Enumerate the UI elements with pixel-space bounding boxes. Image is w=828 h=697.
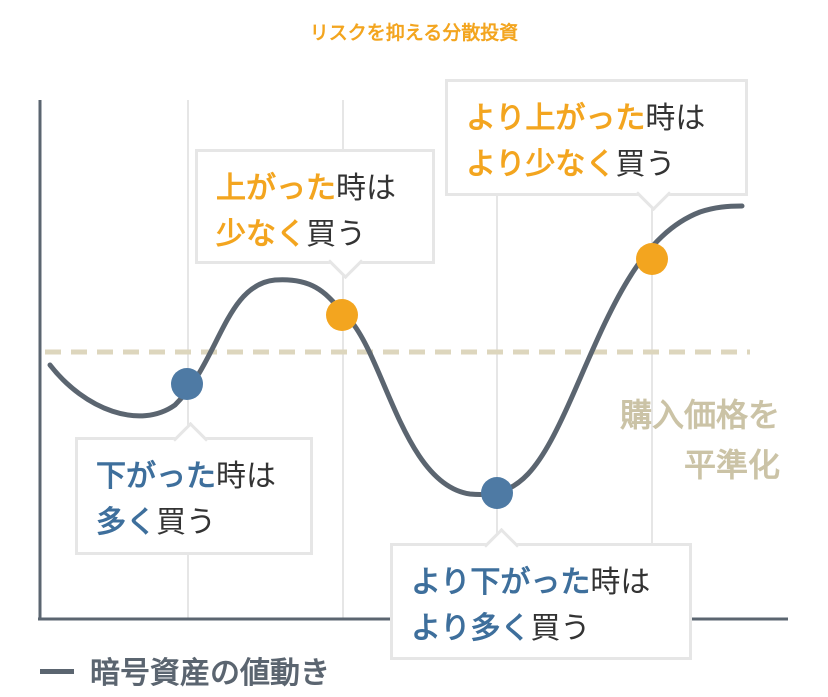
callout-line: 上がった時は: [216, 171, 396, 206]
callout-line: より上がった時は: [466, 101, 706, 136]
buy-point-high: [326, 299, 358, 331]
buy-point-highest: [636, 243, 668, 275]
callout-line: より多く買う: [411, 611, 591, 646]
legend-label: 暗号資産の値動き: [90, 656, 330, 691]
callout-rise: 上がった時は 少なく買う: [195, 149, 435, 280]
callout-fall-more: より下がった時は より多く買う: [390, 527, 692, 660]
buy-point-lowest: [481, 477, 513, 509]
callout-line: 少なく買う: [216, 217, 366, 252]
buy-point-low: [171, 368, 203, 400]
callout-line: より少なく買う: [466, 147, 676, 182]
average-price-label: 購入価格を 平準化: [619, 396, 780, 484]
legend: 暗号資産の値動き: [40, 648, 330, 692]
callout-line: 下がった時は: [96, 459, 276, 494]
page-title: リスクを抑える分散投資: [309, 22, 519, 44]
callout-fall: 下がった時は 多く買う: [75, 421, 313, 555]
callout-rise-more: より上がった時は より少なく買う: [445, 79, 748, 212]
callout-line: より下がった時は: [411, 565, 651, 600]
legend-swatch: [40, 669, 74, 674]
callout-line: 多く買う: [96, 505, 216, 540]
